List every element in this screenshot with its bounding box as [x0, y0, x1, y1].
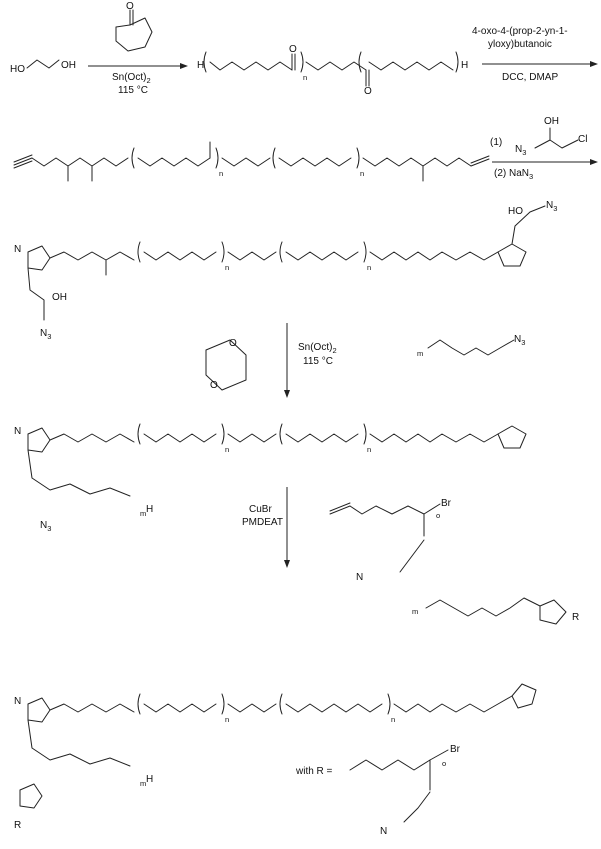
- step2-reagent-line1: 4-oxo-4-(prop-2-yn-1-: [472, 26, 568, 37]
- oh-left-label: HO: [10, 64, 25, 75]
- step5: CuBr PMDEAT Br o N: [242, 487, 452, 583]
- row4-n-right: n: [367, 445, 371, 454]
- step4-m: m: [417, 349, 423, 358]
- step2-reagent-line2: yloxy)butanoic: [488, 39, 552, 50]
- step5-o-sub: o: [436, 511, 440, 520]
- step4-azide: N3: [514, 334, 525, 347]
- hydroxyl-left: OH: [52, 292, 67, 303]
- row3-n-right: n: [367, 263, 371, 272]
- row5-m-top: m: [412, 607, 418, 616]
- row5-n-left: n: [225, 715, 229, 724]
- step2-reagents: DCC, DMAP: [502, 72, 558, 83]
- row4-triazole-n: N: [14, 426, 21, 437]
- row5-r-bottom: R: [14, 820, 21, 831]
- row3-n-left: n: [225, 263, 229, 272]
- step1-temperature: 115 °C: [118, 85, 148, 96]
- step5-bromine: Br: [441, 498, 452, 509]
- h-left-label: H: [197, 60, 204, 71]
- step3-hydroxyl: OH: [544, 116, 559, 127]
- row4-azide: N3: [40, 520, 51, 533]
- row5-amine-n: N: [380, 826, 387, 837]
- ester2-o-label: O: [364, 86, 372, 97]
- row5-m-bottom: m: [140, 779, 146, 788]
- h-right-label: H: [461, 60, 468, 71]
- row5-o-sub: o: [442, 759, 446, 768]
- lactide-o-top: O: [229, 338, 237, 349]
- step3-part1: (1): [490, 137, 502, 148]
- step3-chloride: Cl: [578, 134, 587, 145]
- pla-grafted-product: N n n m H N3: [14, 423, 527, 533]
- with-r-label: with R =: [295, 766, 333, 777]
- lactide-o-bottom: O: [210, 380, 218, 391]
- row5-r-top: R: [572, 612, 579, 623]
- oh-right-label: OH: [61, 60, 76, 71]
- step5-catalyst: CuBr: [249, 504, 272, 515]
- row4-h: H: [146, 504, 153, 515]
- final-product: m R N n n m H R with R = Br o N: [14, 597, 579, 837]
- azido-alcohol-product: N n n OH N3 HO N3: [14, 200, 557, 341]
- row5-bromine: Br: [450, 744, 461, 755]
- row2-n-left: n: [219, 169, 223, 178]
- ester-o-label: O: [289, 44, 297, 55]
- step3-azide: N3: [515, 144, 526, 157]
- triazole-n-label: N: [14, 244, 21, 255]
- step4-catalyst: Sn(Oct)2: [298, 342, 337, 355]
- row4-m: m: [140, 509, 146, 518]
- repeat-n-label: n: [303, 73, 307, 82]
- row4-n-left: n: [225, 445, 229, 454]
- carbonyl-o-label: O: [126, 1, 134, 12]
- step3-arrow: (1) N3 OH Cl (2) NaN3: [490, 116, 598, 181]
- step3-part2: (2) NaN3: [494, 168, 533, 181]
- row2-n-right: n: [360, 169, 364, 178]
- row5-h: H: [146, 774, 153, 785]
- hydroxyl-right: HO: [508, 206, 523, 217]
- ethylene-glycol: HO OH: [10, 59, 76, 75]
- step1-catalyst: Sn(Oct)2: [112, 72, 151, 85]
- caprolactone: O: [115, 1, 153, 52]
- step5-ligand: PMDEAT: [242, 517, 283, 528]
- step4-temperature: 115 °C: [303, 356, 333, 367]
- azide-left: N3: [40, 328, 51, 341]
- pcl-diol: H O n O H: [197, 44, 468, 97]
- step4: O O Sn(Oct)2 115 °C m N3: [205, 323, 525, 398]
- step5-amine-n: N: [356, 572, 363, 583]
- row5-triazole-n: N: [14, 696, 21, 707]
- step2-arrow: 4-oxo-4-(prop-2-yn-1- yloxy)butanoic DCC…: [472, 26, 598, 83]
- propargyl-pcl: n n: [13, 141, 490, 182]
- row5-n-right: n: [391, 715, 395, 724]
- step1-arrow: Sn(Oct)2 115 °C: [88, 63, 188, 96]
- azide-right: N3: [546, 200, 557, 213]
